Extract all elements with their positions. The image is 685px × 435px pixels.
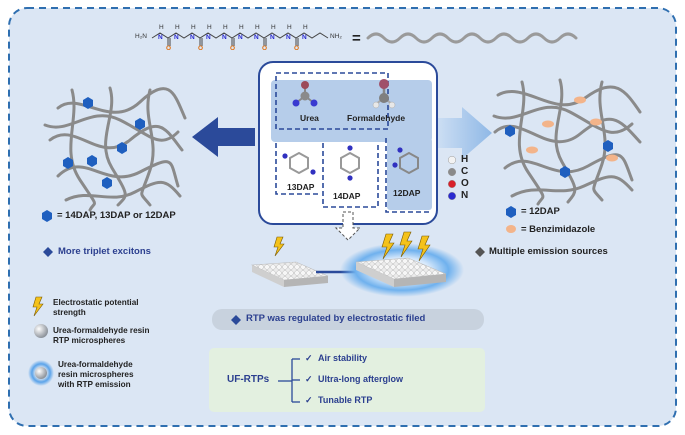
right-legend-dap: = 12DAP — [521, 206, 560, 217]
uf-rtps-check: ✓ — [305, 395, 313, 405]
legend-glow-text: Urea-formaldehyde resin microspheres wit… — [58, 360, 134, 389]
atom-dot-o — [447, 179, 457, 189]
label-13dap: 13DAP — [287, 182, 315, 192]
right-diamond-icon — [475, 247, 485, 257]
urea-molecule — [292, 81, 318, 107]
formula-end-right: NH₂ — [330, 33, 342, 40]
formula-h-10: H — [303, 24, 308, 31]
label-12dap: 12DAP — [393, 188, 421, 198]
polymer-chain — [151, 32, 329, 39]
formula-h-4: H — [207, 24, 212, 31]
polymer-wave — [366, 32, 578, 44]
formula-n-10: N — [302, 34, 307, 41]
banner-text: RTP was regulated by electrostatic filed — [246, 313, 426, 324]
left-legend-text: = 14DAP, 13DAP or 12DAP — [57, 210, 176, 221]
label-14dap: 14DAP — [333, 191, 361, 201]
legend-glow-core — [35, 367, 47, 379]
formula-h-2: H — [175, 24, 180, 31]
atom-label-n: N — [461, 190, 469, 201]
uf-rtps-bracket — [278, 358, 300, 403]
formula-o-4: O — [262, 45, 268, 52]
formula-n-8: N — [270, 34, 275, 41]
down-arrow — [334, 211, 362, 241]
atom-dot-n — [447, 191, 457, 201]
right-legend-benzimidazole — [506, 225, 516, 233]
lightning-right — [381, 231, 431, 262]
legend-lightning-icon — [32, 296, 44, 317]
legend-lightning-text: Electrostatic potential strength — [53, 298, 139, 317]
block-left — [250, 261, 329, 287]
formula-h-3: H — [191, 24, 196, 31]
lightning-left — [273, 236, 285, 257]
atom-dot-c — [447, 167, 457, 177]
left-legend-hexagon — [42, 210, 52, 222]
dap12-shade — [387, 138, 432, 210]
formula-h-5: H — [223, 24, 228, 31]
formula-o-5: O — [294, 45, 300, 52]
formula-n-1: N — [158, 34, 163, 41]
left-diamond-icon — [43, 247, 53, 257]
formula-n-6: N — [238, 34, 243, 41]
dap14-molecule — [340, 145, 360, 181]
right-network — [492, 78, 642, 206]
atom-legend-dots — [447, 155, 457, 201]
block-right — [355, 257, 447, 287]
formula-end-left: H₂N — [135, 33, 147, 40]
formula-n-7: N — [254, 34, 259, 41]
right-legend-bzi: = Benzimidazole — [521, 224, 596, 235]
formula-n-5: N — [222, 34, 227, 41]
right-legend-hexagon — [506, 206, 516, 218]
uf-rtps-check: ✓ — [305, 353, 313, 363]
formula-o-3: O — [230, 45, 236, 52]
legend-sphere-icon — [34, 324, 48, 338]
dap12-molecule — [392, 147, 419, 175]
atom-label-h: H — [461, 154, 469, 165]
formaldehyde-molecule — [372, 79, 396, 109]
label-urea: Urea — [300, 113, 319, 123]
atom-label-c: C — [461, 166, 469, 177]
uf-rtps-check: ✓ — [305, 374, 313, 384]
formula-h-8: H — [271, 24, 276, 31]
right-arrow — [435, 107, 492, 159]
uf-rtps-item: Ultra-long afterglow — [318, 374, 403, 384]
formula-o-2: O — [198, 45, 204, 52]
atom-dot-h — [447, 155, 457, 165]
right-result-text: Multiple emission sources — [489, 246, 608, 257]
dap13-molecule — [282, 151, 316, 175]
uf-rtps-item: Air stability — [318, 353, 368, 363]
banner-bg — [212, 309, 484, 330]
left-result-text: More triplet excitons — [58, 246, 151, 257]
left-arrow — [192, 117, 255, 157]
uf-rtps-item: Tunable RTP — [318, 395, 373, 405]
carbonyl-oxygens — [167, 38, 299, 46]
left-network-hexagons — [63, 97, 145, 189]
formula-n-3: N — [190, 34, 195, 41]
formula-h-1: H — [159, 24, 164, 31]
formula-n-2: N — [174, 34, 179, 41]
formula-n-9: N — [286, 34, 291, 41]
right-network-markers — [505, 96, 618, 178]
formula-o-1: O — [166, 45, 172, 52]
left-network — [43, 86, 187, 212]
formula-n-4: N — [206, 34, 211, 41]
formula-h-9: H — [287, 24, 292, 31]
uf-rtps-box — [209, 348, 485, 412]
legend-sphere-text: Urea-formaldehyde resin RTP microspheres — [53, 326, 150, 345]
uf-rtps-title: UF-RTPs — [227, 374, 270, 385]
banner-diamond-icon — [231, 315, 241, 325]
formula-h-6: H — [239, 24, 244, 31]
formula-equals: = — [352, 30, 361, 47]
label-formaldehyde: Formaldehyde — [347, 113, 406, 123]
atom-label-o: O — [461, 178, 469, 189]
urea-formaldehyde-shade — [271, 80, 432, 142]
formula-h-7: H — [255, 24, 260, 31]
